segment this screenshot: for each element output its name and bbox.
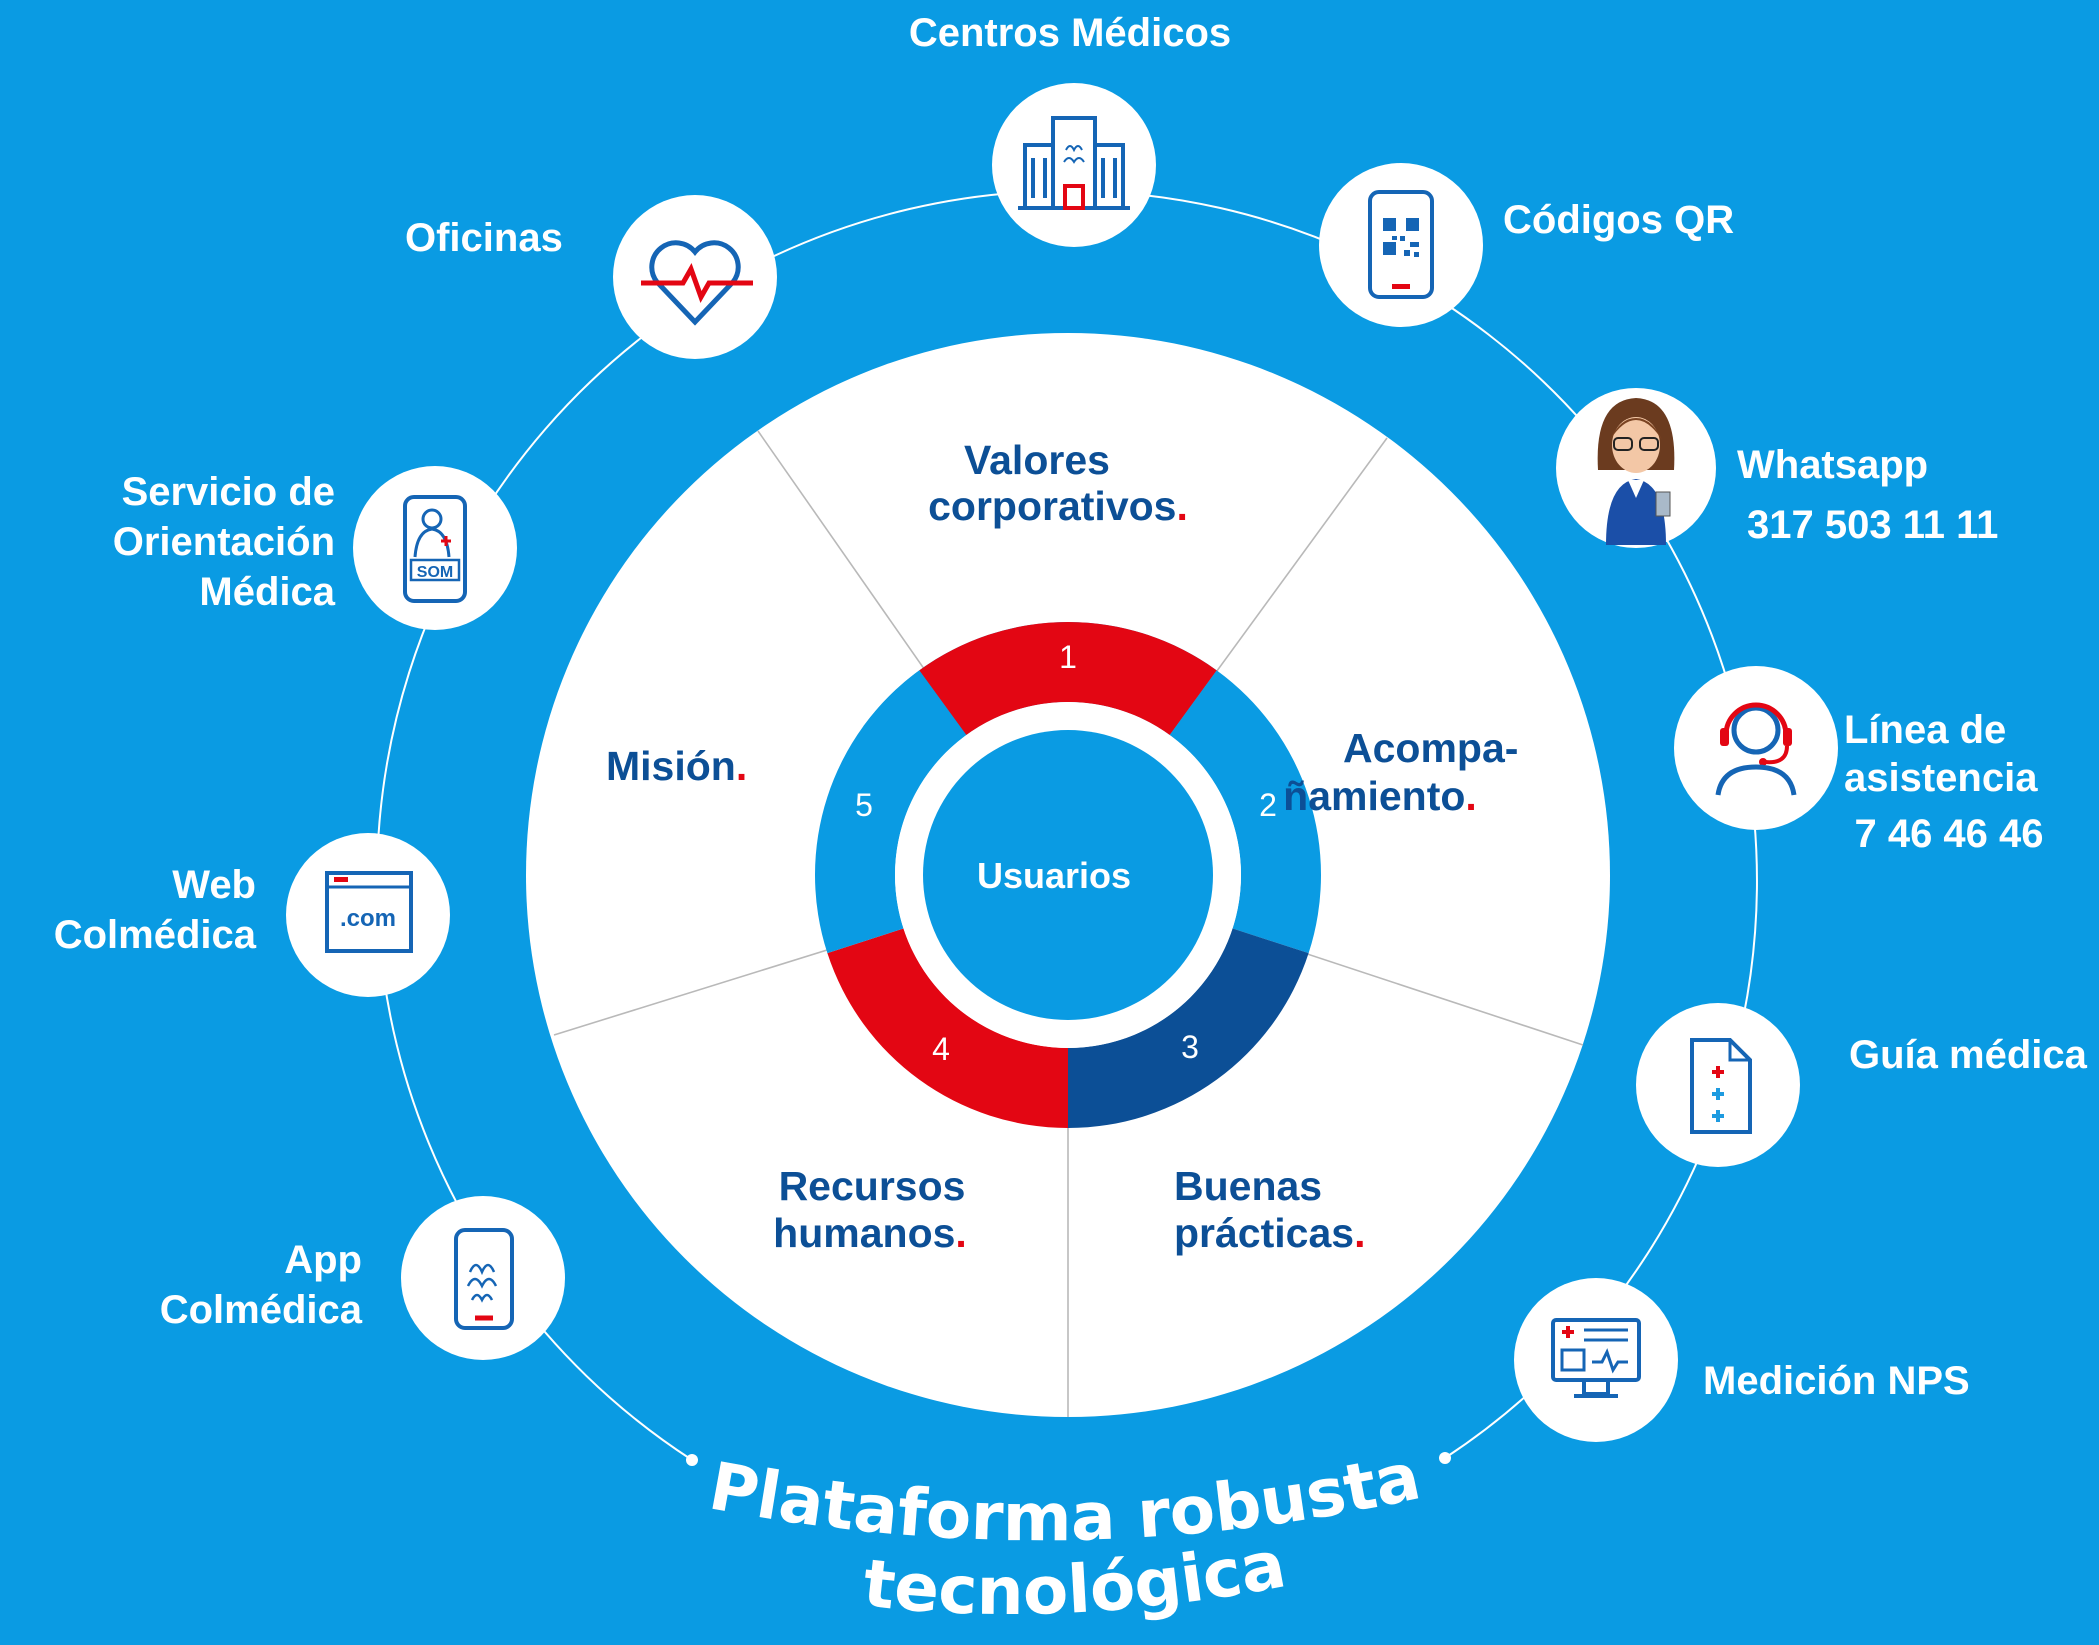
web-badge: .com: [340, 905, 396, 932]
label-medicion-nps: Medición NPS: [1703, 1359, 1970, 1403]
segment-recursos-line1: Recursos: [779, 1163, 966, 1209]
icon-circle-nps[interactable]: [1514, 1278, 1678, 1442]
icon-circle-guia[interactable]: [1636, 1003, 1800, 1167]
orbit-endpoint-right: [1439, 1452, 1451, 1464]
ring-number-4: 4: [932, 1031, 950, 1067]
ring-number-5: 5: [855, 787, 873, 823]
segment-mision: Misión.: [606, 743, 747, 789]
doctor-phone-icon: SOM: [403, 495, 467, 603]
numbered-ring: [814, 622, 1321, 1128]
medical-document-icon: [1690, 1038, 1752, 1134]
label-oficinas: Oficinas: [405, 216, 563, 260]
segment-buenas-line1: Buenas: [1174, 1163, 1322, 1209]
web-browser-icon: .com: [325, 871, 413, 953]
ring-segment-1: [919, 622, 1217, 736]
ring-segment-5b: [814, 670, 967, 954]
footer-title-line1: Plataforma robusta: [704, 1438, 1427, 1557]
label-whatsapp: Whatsapp 317 503 11 11: [1737, 443, 1999, 547]
icon-circle-app[interactable]: [401, 1196, 565, 1360]
label-app-colmedica: App Colmédica: [159, 1238, 362, 1332]
ring-segment-3: [1068, 928, 1309, 1128]
segment-acompanamiento-line1: Acompa-: [1343, 725, 1518, 771]
icon-circle-som[interactable]: [353, 466, 517, 630]
icon-circle-centros[interactable]: [992, 83, 1156, 247]
center-label: Usuarios: [977, 855, 1131, 896]
assistant-avatar-icon: [1597, 398, 1675, 545]
icon-circle-qr[interactable]: [1319, 163, 1483, 327]
label-web-colmedica: Web Colmédica: [53, 863, 256, 957]
label-linea-asistencia: Línea de asistencia 7 46 46 46: [1844, 708, 2044, 856]
label-centros-medicos: Centros Médicos: [908, 11, 1232, 55]
segment-recursos-line2: humanos.: [773, 1210, 967, 1256]
label-guia-medica: Guía médica: [1849, 1033, 2087, 1077]
som-badge: SOM: [417, 564, 453, 581]
segment-valores-line1: Valores: [964, 437, 1110, 483]
qr-phone-icon: [1368, 190, 1434, 299]
label-servicio-orientacion: Servicio de Orientación Médica: [112, 470, 335, 614]
ring-segment-2: [1169, 670, 1321, 954]
headset-icon: [1715, 702, 1797, 796]
center-hub: [923, 730, 1213, 1020]
segment-valores-line2: corporativos.: [928, 483, 1188, 529]
ring-number-2: 2: [1259, 787, 1277, 823]
segment-acompanamiento-line2: ñamiento.: [1283, 773, 1477, 819]
ring-segment-4: [827, 928, 1068, 1128]
building-icon: [1018, 116, 1130, 210]
ring-number-3: 3: [1181, 1029, 1199, 1065]
icon-circle-linea[interactable]: [1674, 666, 1838, 830]
orbit-endpoint-left: [686, 1454, 698, 1466]
mobile-app-icon: [454, 1228, 514, 1330]
heart-pulse-icon: [641, 240, 753, 326]
ring-number-1: 1: [1059, 639, 1077, 675]
segment-buenas-line2: prácticas.: [1174, 1210, 1365, 1256]
label-codigos-qr: Códigos QR: [1503, 198, 1735, 242]
monitor-chart-icon: [1551, 1318, 1641, 1398]
